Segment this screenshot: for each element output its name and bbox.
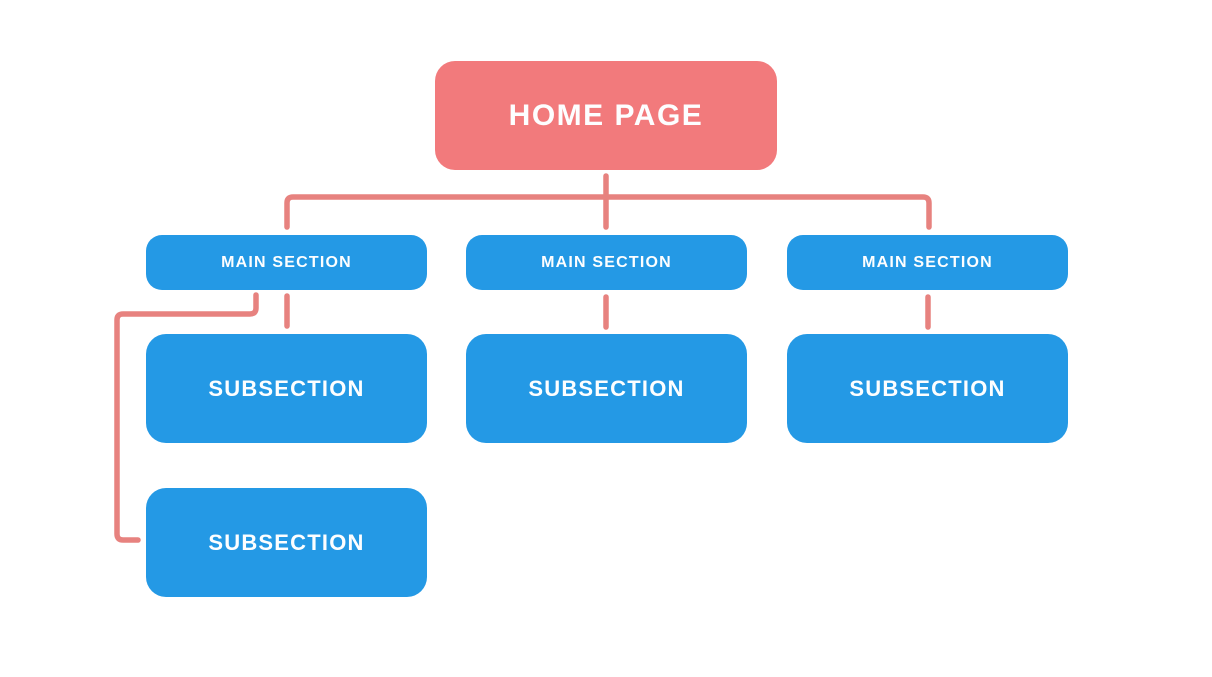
node-subsection-1: SUBSECTION <box>146 334 427 443</box>
node-main-section-1: MAIN SECTION <box>146 235 427 290</box>
connector-home-bracket <box>284 194 932 230</box>
node-subsection-3: SUBSECTION <box>787 334 1068 443</box>
node-main-section-3-label: MAIN SECTION <box>862 253 993 271</box>
node-subsection-1-label: SUBSECTION <box>208 375 365 401</box>
node-main-section-3: MAIN SECTION <box>787 235 1068 290</box>
node-main-section-1-label: MAIN SECTION <box>221 253 352 271</box>
node-subsection-4: SUBSECTION <box>146 488 427 597</box>
node-home-page-label: HOME PAGE <box>508 98 704 132</box>
node-home-page: HOME PAGE <box>435 61 777 170</box>
node-main-section-2: MAIN SECTION <box>466 235 747 290</box>
node-subsection-2: SUBSECTION <box>466 334 747 443</box>
node-subsection-3-label: SUBSECTION <box>849 375 1006 401</box>
node-subsection-4-label: SUBSECTION <box>208 529 365 555</box>
node-subsection-2-label: SUBSECTION <box>528 375 685 401</box>
node-main-section-2-label: MAIN SECTION <box>541 253 672 271</box>
